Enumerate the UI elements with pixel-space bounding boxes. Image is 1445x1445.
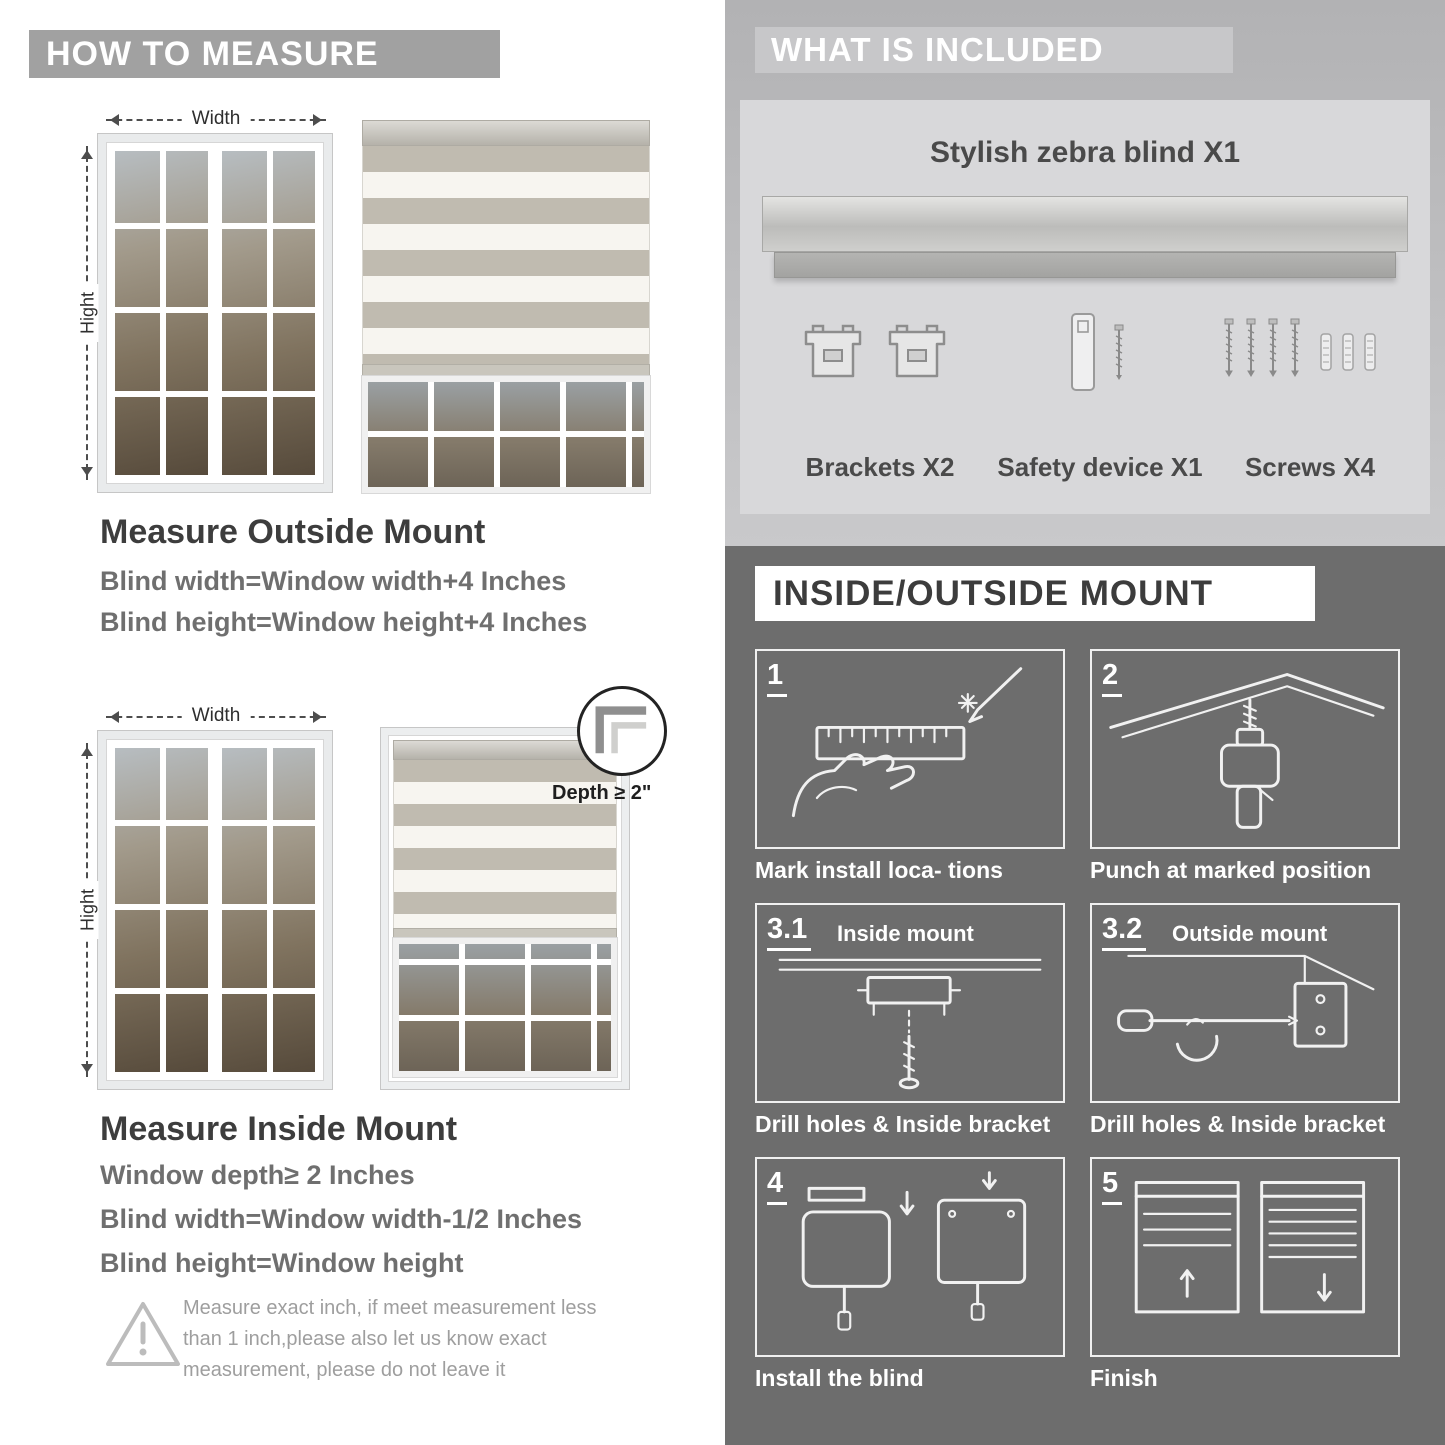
window-illustration-outside (97, 133, 333, 493)
height-label: Hight (77, 880, 99, 940)
step-cell-3-2: 3.2 Outside mount (1090, 903, 1400, 1103)
inside-mount-label: Inside mount (837, 921, 974, 946)
depth-requirement-label: Depth ≥ 2" (552, 782, 652, 804)
blind-bottomrail (362, 364, 650, 376)
blind-bottomrail (393, 928, 617, 938)
step-number: 3.1 (767, 913, 812, 951)
blind-headrail-illustration (762, 196, 1408, 252)
step-cell-1: 1 (755, 649, 1065, 849)
step-number: 1 (767, 659, 788, 697)
zebra-blind-illustration-outside (361, 120, 651, 494)
step-caption-3-1: Drill holes & Inside bracket (755, 1111, 1051, 1137)
height-measure-arrow: Hight (77, 743, 99, 1077)
screw-icon (1112, 324, 1126, 389)
how-to-measure-banner: HOW TO MEASURE (29, 30, 500, 78)
bracket-icon (798, 322, 868, 389)
what-is-included-banner: WHAT IS INCLUDED (755, 27, 1233, 73)
window-sashes (106, 739, 324, 1081)
blind-headrail (362, 120, 650, 146)
screws-group-icon (1222, 318, 1382, 389)
inside-mount-title: Measure Inside Mount (100, 1110, 458, 1148)
brackets-label: Brackets X2 (805, 452, 955, 482)
outside-bracket-illustration (1117, 954, 1375, 1062)
window-sash-left (112, 745, 211, 1075)
product-label: Stylish zebra blind X1 (929, 136, 1241, 169)
warning-icon (103, 1298, 183, 1375)
screws-label: Screws X4 (1244, 452, 1376, 482)
step-number: 3.2 (1102, 913, 1147, 951)
step-caption-3-2: Drill holes & Inside bracket (1090, 1111, 1386, 1137)
blind-stripes (393, 760, 617, 928)
step-cell-4: 4 (755, 1157, 1065, 1357)
included-panel: Stylish zebra blind X1 (740, 100, 1430, 514)
window-sash-right (219, 745, 318, 1075)
outside-mount-label: Outside mount (1172, 921, 1328, 946)
step-number: 4 (767, 1167, 788, 1205)
window-sash-left (112, 148, 211, 478)
width-measure-arrow: Width (106, 705, 326, 727)
step-caption-5: Finish (1090, 1365, 1158, 1391)
window-below-blind (392, 937, 618, 1078)
install-blind-illustration (801, 1171, 1027, 1331)
step-number: 5 (1102, 1167, 1123, 1205)
mark-location-illustration (791, 667, 1023, 818)
width-measure-arrow: Width (106, 108, 326, 130)
inside-formula-height: Blind height=Window height (100, 1248, 464, 1278)
window-sashes (106, 142, 324, 484)
step-caption-1: Mark install loca- tions (755, 857, 1003, 883)
mount-section-banner: INSIDE/OUTSIDE MOUNT (755, 566, 1315, 621)
depth-callout-circle (577, 686, 667, 776)
blind-stripes (362, 146, 650, 364)
step-cell-3-1: 3.1 Inside mount (755, 903, 1065, 1103)
height-measure-arrow: Hight (77, 146, 99, 480)
outside-mount-title: Measure Outside Mount (100, 513, 486, 551)
step-cell-5: 5 (1090, 1157, 1400, 1357)
window-illustration-inside (97, 730, 333, 1090)
width-label: Width (181, 108, 251, 130)
what-is-included-section: WHAT IS INCLUDED Stylish zebra blind X1 (725, 0, 1445, 546)
measure-note: Measure exact inch, if meet measurement … (183, 1297, 597, 1381)
mount-instructions-section: INSIDE/OUTSIDE MOUNT 1 Mark install loca… (725, 546, 1445, 1445)
step-cell-2: 2 (1090, 649, 1400, 849)
step-number: 2 (1102, 659, 1123, 697)
frame-corner-icon (595, 706, 647, 754)
drill-illustration (1109, 673, 1385, 829)
inside-formula-width: Blind width=Window width-1/2 Inches (100, 1204, 583, 1234)
safety-device-label: Safety device X1 (997, 452, 1203, 482)
height-label: Hight (77, 283, 99, 343)
inside-formula-depth: Window depth≥ 2 Inches (100, 1160, 415, 1190)
inside-bracket-illustration (778, 958, 1042, 1090)
step-caption-4: Install the blind (755, 1365, 924, 1391)
outside-formula-width: Blind width=Window width+4 Inches (100, 566, 567, 596)
blind-headrail-valance (774, 252, 1396, 278)
bracket-icon (882, 322, 952, 389)
finish-illustration (1134, 1181, 1366, 1314)
width-label: Width (181, 705, 251, 727)
window-below-blind (361, 375, 651, 494)
outside-formula-height: Blind height=Window height+4 Inches (100, 607, 588, 637)
zebra-blind-illustration-inside (380, 727, 630, 1090)
safety-device-icon (1068, 312, 1098, 399)
step-caption-2: Punch at marked position (1090, 857, 1372, 883)
window-sash-right (219, 148, 318, 478)
